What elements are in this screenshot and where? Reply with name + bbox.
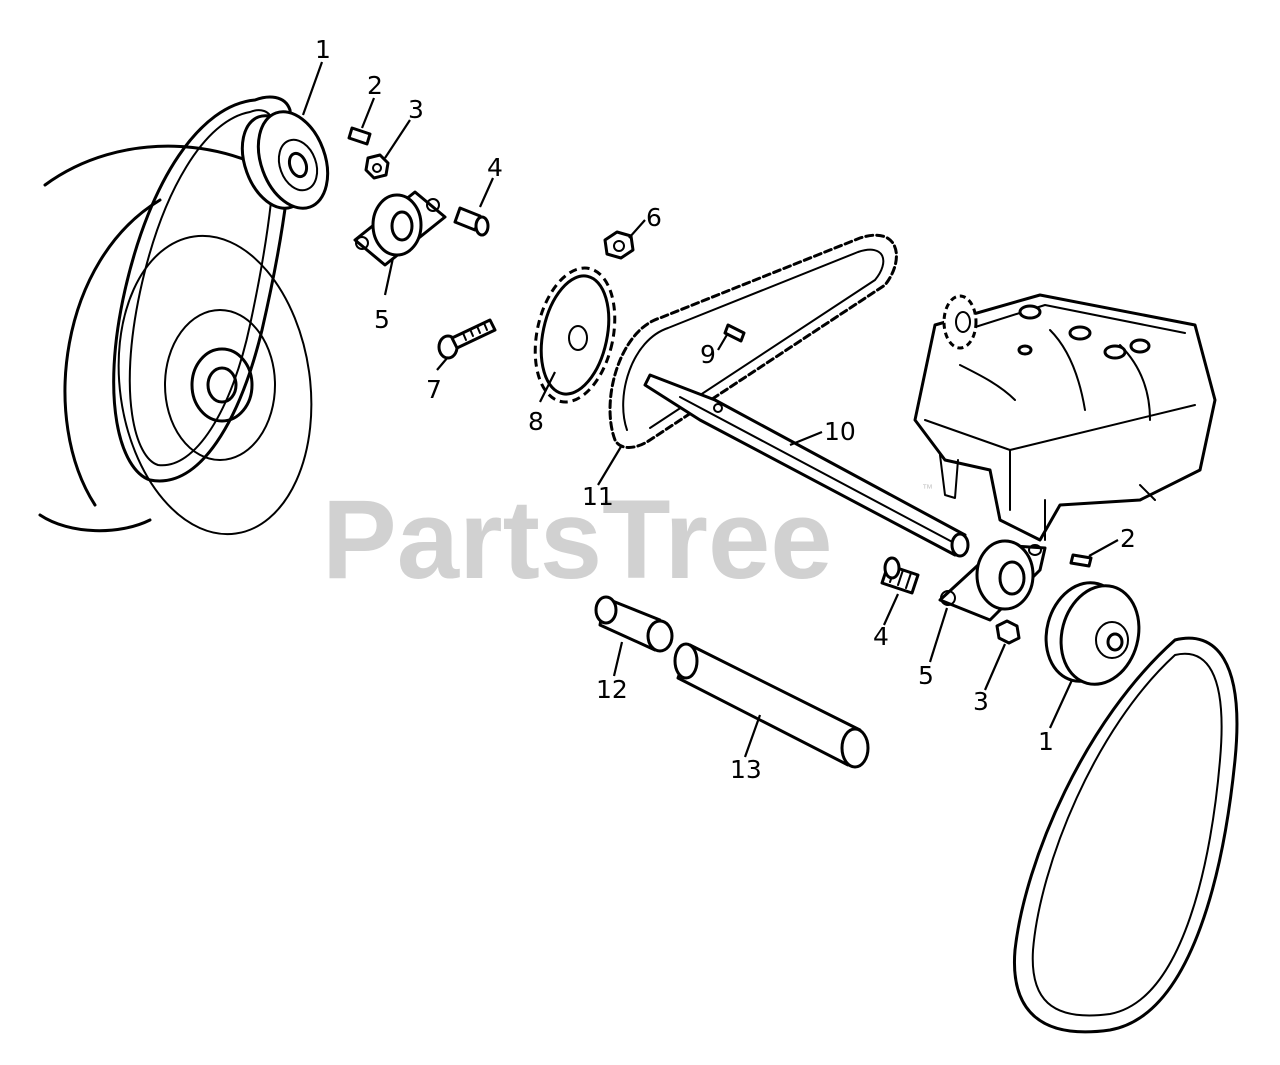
nut-and-bolt-drawing bbox=[437, 230, 635, 360]
wheel-drawing bbox=[38, 144, 313, 536]
callout-2-upper: 2 bbox=[367, 71, 383, 100]
callout-1-lower: 1 bbox=[1038, 727, 1054, 756]
callout-9: 9 bbox=[700, 340, 716, 369]
sprocket-drawing bbox=[533, 266, 617, 404]
upper-hardware-drawing bbox=[347, 126, 490, 267]
lower-hardware-drawing bbox=[880, 539, 1093, 645]
right-belt-drawing bbox=[1012, 636, 1239, 1034]
pulley-left-drawing bbox=[240, 110, 330, 210]
callout-4-lower: 4 bbox=[873, 622, 889, 651]
watermark-trademark: ™ bbox=[922, 483, 933, 495]
callout-5-upper: 5 bbox=[374, 305, 390, 334]
callout-1-upper: 1 bbox=[315, 35, 331, 64]
callout-labels: 1 2 3 4 5 6 7 8 9 10 11 2 4 5 3 1 12 13 bbox=[315, 35, 1136, 784]
callout-5-lower: 5 bbox=[918, 661, 934, 690]
callout-3-lower: 3 bbox=[973, 687, 989, 716]
key-drawing bbox=[723, 323, 746, 343]
callout-10: 10 bbox=[824, 417, 856, 446]
chain-drawing bbox=[608, 233, 898, 449]
callout-7: 7 bbox=[426, 375, 442, 404]
watermark: PartsTree ™ bbox=[322, 477, 933, 602]
callout-2-lower: 2 bbox=[1120, 524, 1136, 553]
callout-8: 8 bbox=[528, 407, 544, 436]
callout-13: 13 bbox=[730, 755, 762, 784]
shaft-drawing bbox=[643, 373, 970, 558]
pulley-right-drawing bbox=[1044, 581, 1141, 686]
callout-3-upper: 3 bbox=[408, 95, 424, 124]
spacers-drawing bbox=[594, 595, 870, 769]
callout-6: 6 bbox=[646, 203, 662, 232]
watermark-text: PartsTree bbox=[322, 477, 833, 602]
transmission-drawing bbox=[913, 293, 1217, 542]
callout-12: 12 bbox=[596, 675, 628, 704]
callout-11: 11 bbox=[582, 482, 614, 511]
leader-lines bbox=[301, 61, 1119, 758]
callout-4-upper: 4 bbox=[487, 153, 503, 182]
